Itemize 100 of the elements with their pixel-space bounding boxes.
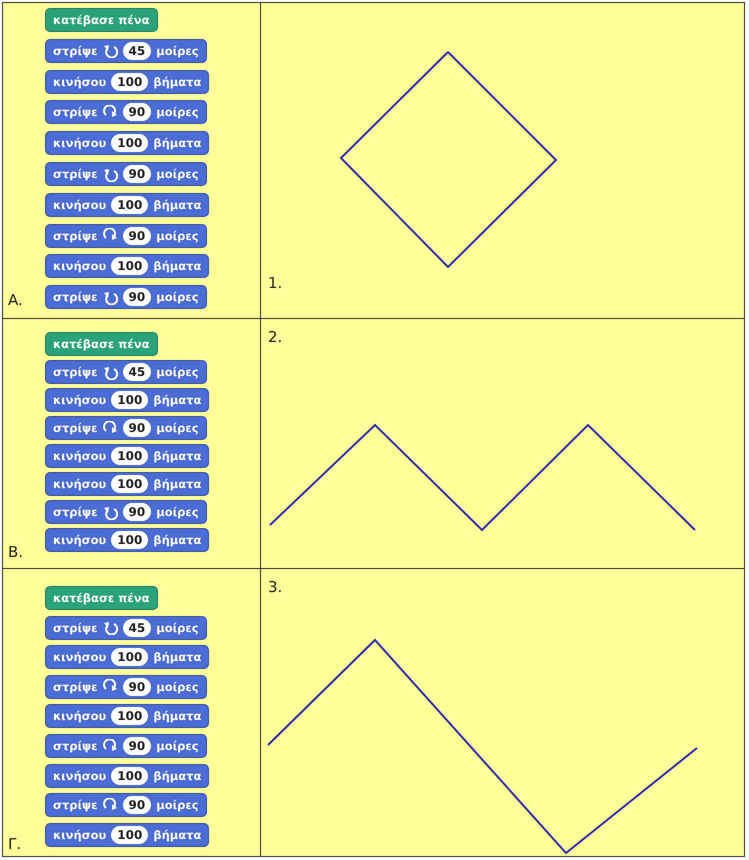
block-text: κινήσου <box>53 259 106 274</box>
code-block <box>45 674 207 699</box>
code-block <box>45 416 207 440</box>
block-text: κινήσου <box>53 136 106 150</box>
block-text: στρίψε <box>53 167 98 181</box>
answer-letter: A. <box>8 291 23 309</box>
number-field: 100 <box>111 257 148 276</box>
block-text: μοίρες <box>156 505 199 519</box>
number-field: 45 <box>122 363 152 381</box>
block-text: μοίρες <box>156 44 199 58</box>
code-block <box>45 704 210 728</box>
block-text: κινήσου <box>53 650 106 664</box>
block-text: βήματα <box>153 74 202 89</box>
block-text: στρίψε <box>53 798 98 812</box>
code-block <box>45 500 207 524</box>
block-text: στρίψε <box>53 421 98 435</box>
number-field: 90 <box>122 103 152 122</box>
code-block <box>45 70 210 94</box>
block-text: μοίρες <box>156 680 199 694</box>
number-field: 100 <box>111 475 148 493</box>
code-block <box>45 162 207 186</box>
block-text: κινήσου <box>53 828 106 842</box>
pen-down-block: κατέβασε πένα <box>45 8 158 32</box>
block-text: στρίψε <box>53 739 98 753</box>
block-text: στρίψε <box>53 290 98 304</box>
number-field: 100 <box>111 648 148 666</box>
block-text: μοίρες <box>156 290 199 304</box>
code-block <box>45 388 210 412</box>
block-text: κινήσου <box>53 533 106 547</box>
number-field: 90 <box>122 737 152 755</box>
number-field: 45 <box>122 618 152 637</box>
number-field: 90 <box>122 288 152 306</box>
block-text: βήματα <box>153 136 202 150</box>
number-field: 100 <box>111 391 148 409</box>
pen-down-block: κατέβασε πένα <box>45 332 158 356</box>
code-block <box>45 254 210 278</box>
block-text: βήματα <box>153 477 202 491</box>
block-text: κινήσου <box>53 477 106 491</box>
block-text: στρίψε <box>53 105 98 120</box>
code-block <box>45 734 207 758</box>
figure-number: 1. <box>268 274 282 292</box>
answer-letter: B. <box>8 543 24 561</box>
code-block <box>45 645 210 670</box>
number-field: 90 <box>122 165 152 183</box>
number-field: 45 <box>122 42 152 60</box>
number-field: 90 <box>122 503 152 521</box>
figure-number: 3. <box>268 578 282 596</box>
code-block <box>45 100 207 124</box>
number-field: 90 <box>122 419 152 437</box>
answer-letter: Γ. <box>8 835 22 853</box>
number-field: 100 <box>111 72 148 91</box>
code-block <box>45 822 210 847</box>
block-text: κινήσου <box>53 393 106 407</box>
block-text: βήματα <box>153 650 202 664</box>
number-field: 100 <box>111 826 148 844</box>
block-text: στρίψε <box>53 44 98 58</box>
block-text: στρίψε <box>53 505 98 519</box>
block-text: κινήσου <box>53 709 106 724</box>
block-text: κινήσου <box>53 198 106 212</box>
pen-down-block: κατέβασε πένα <box>45 586 158 610</box>
code-block <box>45 616 207 640</box>
code-block <box>45 224 207 248</box>
number-field: 100 <box>111 707 148 726</box>
block-text: μοίρες <box>156 365 199 379</box>
number-field: 100 <box>111 447 148 465</box>
block-text: μοίρες <box>156 167 199 181</box>
block-text: μοίρες <box>156 421 199 435</box>
block-text: βήματα <box>153 828 202 842</box>
block-text: στρίψε <box>53 680 98 694</box>
code-block <box>45 38 207 63</box>
number-field: 100 <box>111 134 148 152</box>
block-text: βήματα <box>153 709 202 724</box>
number-field: 100 <box>111 196 148 214</box>
block-text: κινήσου <box>53 449 106 463</box>
block-text: στρίψε <box>53 620 98 635</box>
block-text: μοίρες <box>156 228 199 243</box>
block-text: μοίρες <box>156 798 199 812</box>
code-block <box>45 285 207 310</box>
block-text: κινήσου <box>53 74 106 89</box>
code-block <box>45 131 210 156</box>
code-block <box>45 764 210 788</box>
block-text: μοίρες <box>156 620 199 635</box>
block-text: βήματα <box>153 259 202 274</box>
code-block <box>45 793 207 818</box>
block-text: μοίρες <box>156 739 199 753</box>
block-text: βήματα <box>153 198 202 212</box>
number-field: 90 <box>122 796 152 814</box>
block-text: βήματα <box>153 393 202 407</box>
code-block <box>45 444 210 468</box>
block-text: μοίρες <box>156 105 199 120</box>
number-field: 100 <box>111 766 148 785</box>
code-block <box>45 528 210 552</box>
block-text: στρίψε <box>53 228 98 243</box>
number-field: 90 <box>122 226 152 245</box>
number-field: 100 <box>111 531 148 549</box>
block-text: βήματα <box>153 533 202 547</box>
code-block <box>45 360 207 384</box>
figure-number: 2. <box>268 328 282 346</box>
block-text: στρίψε <box>53 365 98 379</box>
number-field: 90 <box>122 678 152 696</box>
